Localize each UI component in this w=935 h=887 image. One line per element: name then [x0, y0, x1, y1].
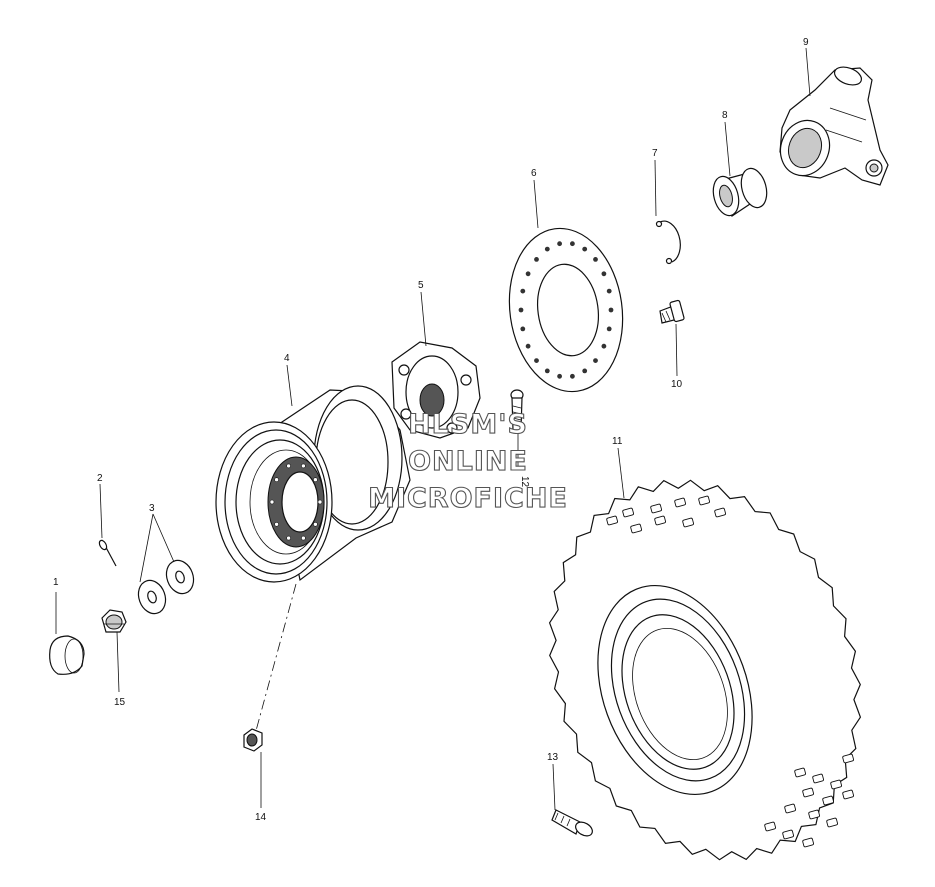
part-1-dust-cap: [49, 635, 85, 675]
part-9-knuckle: [779, 66, 889, 186]
disc-hole: [520, 326, 526, 332]
callout-5: 5: [418, 280, 424, 291]
part-4-wheel-rim: [215, 385, 411, 583]
tire-knob: [794, 767, 806, 778]
tire-knob: [650, 503, 662, 514]
rim-hole: [274, 477, 279, 483]
disc-hole: [582, 246, 588, 252]
callout-6: 6: [531, 168, 537, 179]
part-13-bolt: [551, 809, 593, 837]
part-15-castle-nut: [101, 609, 127, 633]
callout-3: 3: [149, 503, 155, 514]
tire-knob: [714, 507, 726, 518]
tire-knob: [630, 523, 642, 534]
disc-hole: [582, 368, 588, 374]
rim-hole: [313, 521, 318, 527]
disc-hole: [570, 241, 575, 247]
disc-hole: [606, 288, 612, 294]
tire-knob: [812, 773, 824, 784]
watermark-line-3: MICROFICHE: [368, 483, 568, 514]
callout-1: 1: [53, 577, 59, 588]
disc-hole: [557, 373, 562, 379]
disc-hole: [544, 368, 550, 374]
callout-9: 9: [803, 37, 809, 48]
tire-knob: [698, 495, 710, 506]
part-14-lug-nut: [243, 728, 263, 752]
part-7-snap-ring: [655, 220, 681, 265]
tire-knob: [802, 787, 814, 798]
rim-hole: [286, 463, 291, 469]
part-12-stud: [510, 389, 524, 431]
part-10-bolt: [659, 299, 685, 324]
part-3-washers: [137, 559, 195, 615]
tire-knob: [830, 779, 842, 790]
tire-knob: [842, 753, 854, 764]
disc-hole: [593, 358, 598, 363]
callout-14: 14: [255, 812, 267, 823]
tire-knob: [622, 507, 634, 518]
disc-hole: [608, 307, 614, 313]
rim-hole: [301, 535, 306, 541]
watermark-line-1: HLSM'S: [408, 409, 528, 440]
rim-hole: [301, 463, 306, 469]
tire-knob: [654, 515, 666, 526]
tire-knob: [784, 803, 796, 814]
part-6-brake-disc: [508, 227, 624, 393]
disc-hole: [601, 343, 607, 349]
callout-12: 12: [519, 476, 530, 488]
disc-hole: [544, 246, 550, 252]
rim-hole: [286, 535, 291, 541]
tire-knob: [802, 837, 814, 848]
disc-hole: [601, 271, 607, 277]
callout-11: 11: [612, 436, 623, 447]
callout-7: 7: [652, 148, 658, 159]
disc-hole: [606, 326, 612, 332]
disc-hole: [525, 343, 531, 349]
tire-knob: [764, 821, 776, 832]
disc-hole: [557, 241, 562, 247]
rim-hole: [317, 499, 323, 505]
tire-knob: [842, 789, 854, 800]
rim-hole: [313, 477, 318, 483]
callout-labels: 1 2 3 4 5 6 7 8 9 10 11 12 13 14 15: [53, 37, 809, 823]
tire-knob: [606, 515, 618, 526]
callout-13: 13: [547, 752, 559, 763]
disc-hole: [520, 288, 526, 294]
part-2-cotter-pin: [98, 539, 117, 567]
watermark-line-2: ONLINE: [408, 446, 528, 477]
disc-hole: [534, 358, 539, 363]
callout-15: 15: [114, 697, 126, 708]
disc-hole: [518, 307, 524, 313]
leader-lines: [55, 47, 811, 811]
rim-hole: [269, 499, 275, 505]
callout-10: 10: [671, 379, 683, 390]
callout-2: 2: [97, 473, 103, 484]
disc-hole: [593, 257, 598, 262]
part-5-hub: [391, 341, 481, 439]
callout-8: 8: [722, 110, 728, 121]
tire-knob: [822, 795, 834, 806]
tire-knob: [826, 817, 838, 828]
tire-knob: [682, 517, 694, 528]
part-11-tire: [548, 479, 862, 861]
disc-hole: [534, 257, 539, 262]
part-8-bearing: [712, 167, 768, 217]
watermark: HLSM'S ONLINE MICROFICHE: [368, 408, 568, 514]
disc-hole: [525, 271, 531, 277]
disc-hole: [570, 373, 575, 379]
tire-knob: [782, 829, 794, 840]
rim-hole: [274, 521, 279, 527]
tire-knob: [674, 497, 686, 508]
tire-knob: [808, 809, 820, 820]
callout-4: 4: [284, 353, 290, 364]
